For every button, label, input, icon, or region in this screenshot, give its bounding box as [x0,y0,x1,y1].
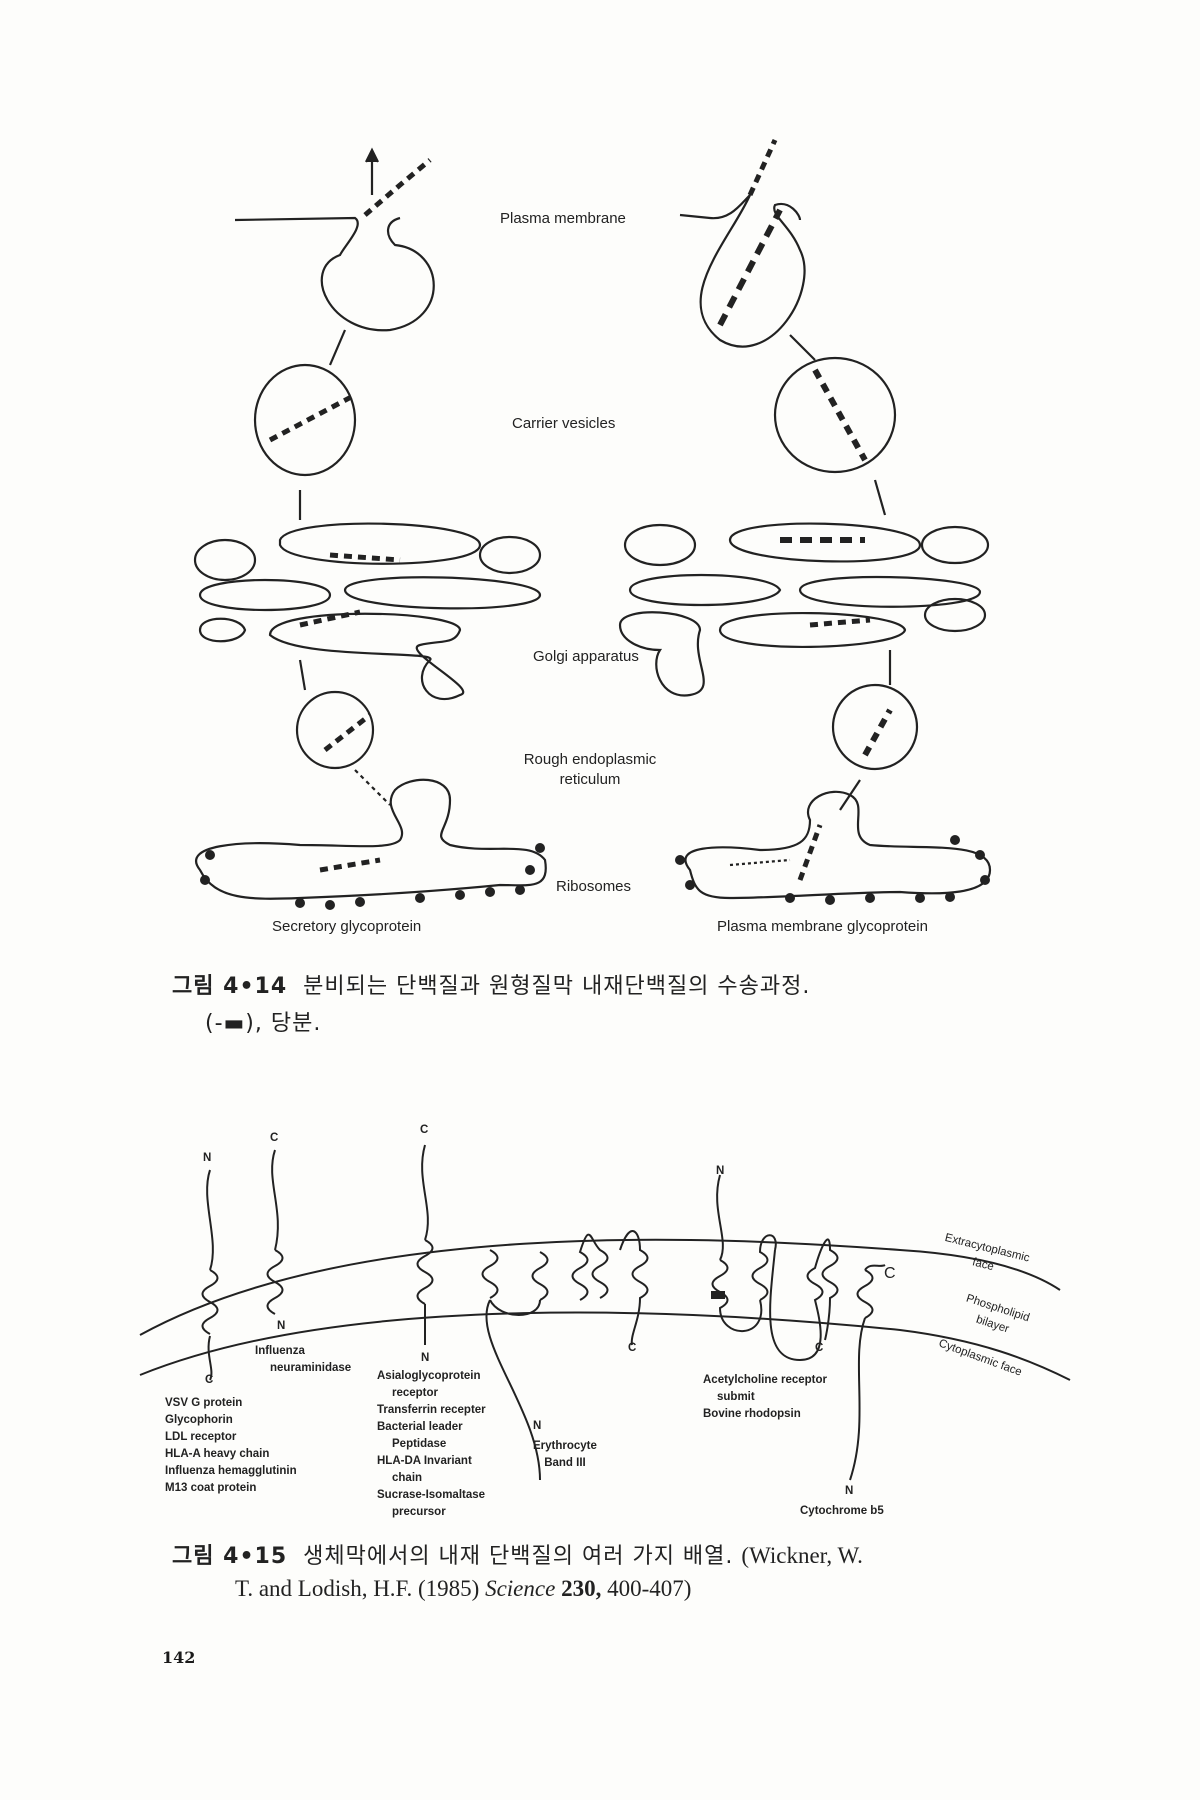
protein-name: chain [392,1472,423,1484]
protein-name: Glycophorin [165,1414,233,1426]
caption-text: 분비되는 단백질과 원형질막 내재단백질의 수송과정. [303,974,811,999]
right-rough-er [675,790,992,905]
protein-band-iii [481,1230,649,1481]
protein-name: precursor [392,1506,446,1518]
protein-single-pass-1 [201,1169,219,1381]
protein-name: neuraminidase [270,1362,352,1374]
protein-name: Acetylcholine receptor [703,1374,827,1386]
label-plasma-membrane: Plasma membrane [500,210,626,227]
label-plasma-membrane-glycoprotein: Plasma membrane glycoprotein [717,918,928,935]
inner-membrane-line [139,1311,1071,1381]
protein-name: submit [717,1391,755,1403]
terminal-n: N [716,1165,725,1177]
caption-text: 생체막에서의 내재 단백질의 여러 가지 배열. [303,1544,734,1569]
protein-list-group2: Influenza neuraminidase [255,1343,351,1377]
caption-journal: Science [485,1576,556,1601]
figure-4-14-caption-line2: (-▬), 당분. [205,1011,322,1036]
protein-name: Influenza hemagglutinin [165,1465,297,1477]
terminal-c: C [815,1342,824,1354]
protein-name: M13 coat protein [165,1482,257,1494]
protein-name: Band III [544,1457,586,1469]
protein-name: Bovine rhodopsin [703,1408,801,1420]
terminal-n: N [203,1152,212,1164]
right-carrier-vesicle [773,356,897,474]
left-transport-vesicle [295,690,375,770]
caption-reference: (Wickner, W. [741,1543,863,1568]
terminal-c: C [884,1265,896,1282]
protein-acetylcholine-receptor [711,1174,839,1362]
caption-volume: 230, [561,1576,602,1601]
protein-single-pass-3 [416,1144,434,1345]
right-golgi [618,522,990,697]
protein-name: Influenza [255,1345,305,1357]
terminal-n: N [421,1352,430,1364]
caption-pages: 400-407) [607,1576,692,1601]
protein-name: receptor [392,1387,439,1399]
terminal-c: C [628,1342,637,1354]
protein-list-group1: VSV G protein Glycophorin LDL receptor H… [165,1395,297,1497]
outer-membrane-line [139,1238,1061,1336]
figure-4-14-caption: 그림 4•14 분비되는 단백질과 원형질막 내재단백질의 수송과정. [172,968,810,1000]
label-golgi-apparatus: Golgi apparatus [533,648,639,665]
page-number: 142 [162,1648,196,1667]
right-plasma-membrane [679,138,806,348]
label-carrier-vesicles: Carrier vesicles [512,415,616,432]
protein-name: Cytochrome b5 [800,1505,884,1517]
left-carrier-vesicle [253,363,357,477]
terminal-n: N [533,1420,542,1432]
terminal-n: N [845,1485,854,1497]
terminal-c: C [270,1132,279,1144]
protein-single-pass-2 [266,1149,284,1315]
caption-reference: T. and Lodish, H.F. (1985) [235,1576,480,1601]
protein-name: Peptidase [392,1438,447,1450]
label-rough-er: Rough endoplasmic reticulum [523,751,657,788]
left-golgi [193,522,542,701]
figure-4-15-caption: 그림 4•15 생체막에서의 내재 단백질의 여러 가지 배열. (Wickne… [172,1538,863,1570]
label-secretory-glycoprotein: Secretory glycoprotein [272,918,422,935]
protein-name: Transferrin recepter [377,1404,486,1416]
protein-name: HLA-DA Invariant [377,1455,472,1467]
caption-figure-number: 그림 4•14 [172,974,288,999]
terminal-c: C [420,1124,429,1136]
protein-name: HLA-A heavy chain [165,1448,270,1460]
protein-name: Sucrase-Isomaltase [377,1489,486,1501]
protein-name: Asialoglycoprotein [377,1370,481,1382]
protein-cytochrome-b5 [849,1264,886,1481]
left-plasma-membrane [234,147,435,332]
protein-name: Erythrocyte [533,1440,597,1452]
protein-list-group5: Acetylcholine receptor submit Bovine rho… [703,1372,827,1423]
protein-list-group4: Erythrocyte Band III [533,1438,597,1472]
left-rough-er [195,778,547,910]
protein-name: Bacterial leader [377,1421,463,1433]
caption-figure-number: 그림 4•15 [172,1544,288,1569]
protein-name: LDL receptor [165,1431,237,1443]
right-transport-vesicle [831,683,919,771]
terminal-c: C [205,1374,214,1386]
protein-list-group3: Asialoglycoprotein receptor Transferrin … [377,1368,486,1521]
label-ribosomes: Ribosomes [556,878,632,895]
protein-list-group6: Cytochrome b5 [800,1503,884,1520]
protein-name: VSV G protein [165,1397,243,1409]
terminal-n: N [277,1320,286,1332]
figure-4-15-caption-line2: T. and Lodish, H.F. (1985) Science 230, … [235,1576,691,1602]
